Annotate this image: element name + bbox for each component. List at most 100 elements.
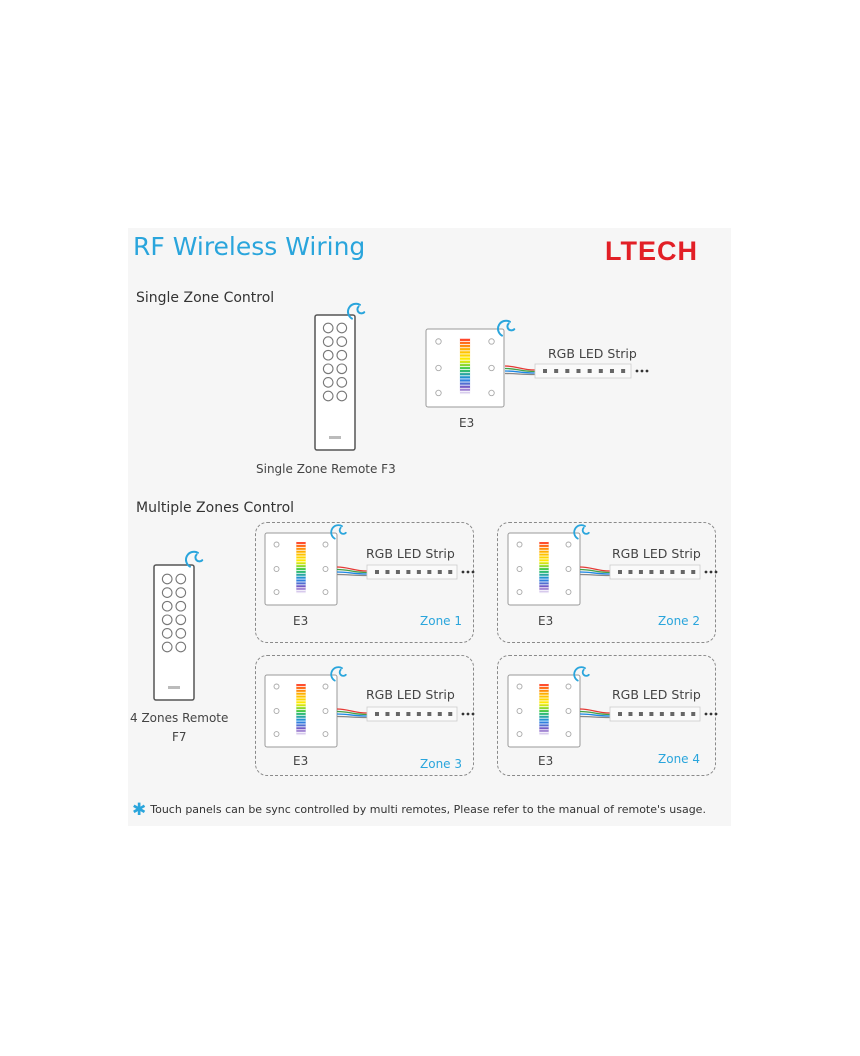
led-chip [638,712,643,716]
led-chip [416,712,421,716]
strip-wire [336,715,368,719]
panel-touch-key [435,338,442,345]
remote-button [161,614,173,626]
strip-wire [579,713,611,717]
panel-touch-key [322,708,329,714]
panel-touch-key [273,708,280,714]
remote-button [161,573,173,585]
continuation-dot [635,369,639,373]
wifi-signal-icon [347,302,366,320]
led-chip [649,712,654,716]
multi-zone-title: Multiple Zones Control [136,500,295,516]
led-chip [375,570,379,574]
wifi-arc-small [338,526,347,535]
remote-button [175,628,187,639]
asterisk-icon: ✱ [132,800,147,820]
wifi-arc-large [497,319,511,337]
panel-touch-key [516,708,523,714]
continuation-dot [704,570,708,574]
continuation-dot [471,712,475,716]
led-chip [691,712,696,716]
zone-4-strip-label: RGB LED Strip [612,687,701,702]
panel-touch-key [273,566,280,572]
panel-touch-key [322,683,329,690]
wifi-arc-large [330,524,343,540]
wifi-arc-small [581,526,590,535]
led-strip-body [534,363,632,379]
strip-wire [336,571,368,575]
continuation-dot [709,712,713,716]
zone-3-strip-label: RGB LED Strip [366,687,455,702]
remote-button [322,363,334,375]
panel-touch-key [488,338,495,345]
led-chip [385,712,390,716]
footnote: ✱Touch panels can be sync controlled by … [132,800,706,820]
zone-2-box [497,522,716,643]
panel-touch-key [516,731,523,738]
strip-wire [336,568,368,574]
led-chip [385,570,390,574]
led-chip [618,712,622,716]
continuation-dot [461,570,465,574]
remote-button [336,390,348,402]
led-chip [375,712,379,716]
panel-touch-key [322,541,329,548]
ltech-logo: LTECH [605,236,698,266]
led-chip [427,570,432,574]
zone-1-box [255,522,474,643]
wifi-signal-icon [185,550,204,568]
led-chip [618,570,622,574]
strip-wire [336,573,368,577]
panel-touch-key [516,589,523,596]
strip-wire [579,715,611,719]
panel-touch-key [322,566,329,572]
remote-button [336,322,348,334]
remote-button [336,363,348,375]
remote-button [175,614,187,626]
continuation-dot [640,369,644,373]
multi-remote-label-line2: F7 [172,730,187,744]
led-strip-body [609,706,701,722]
led-chip [395,712,400,716]
panel-touch-key [516,683,523,690]
remote-button [336,336,348,347]
zone-2-label: Zone 2 [658,614,700,628]
single-strip-label: RGB LED Strip [548,346,637,361]
strip-wire [504,372,536,376]
continuation-dot [466,712,470,716]
strip-wire [336,708,368,714]
wifi-arc-large [185,550,199,568]
led-strip-body [366,706,458,722]
continuation-dot [471,570,475,574]
led-chip [395,570,400,574]
strip-wire [579,566,611,572]
strip-wire [579,708,611,714]
panel-touch-key [565,589,572,596]
led-chip [621,369,626,373]
panel-touch-key [565,683,572,690]
zone-3-box [255,655,474,776]
led-chip [543,369,547,373]
strip-wire [504,365,536,371]
remote-button [336,377,348,388]
remote-button [175,573,187,585]
led-chip [638,570,643,574]
wifi-arc-large [330,666,343,682]
led-chip [609,369,614,373]
panel-touch-key [273,683,280,690]
led-chip [659,712,664,716]
strip-wire [579,571,611,575]
wifi-arc-large [347,302,361,320]
strip-wire [579,573,611,577]
strip-wire [336,566,368,572]
zone-1-panel-label: E3 [293,614,309,628]
led-chip [670,570,675,574]
remote-button [322,336,334,347]
led-chip [628,712,633,716]
zone-1-label: Zone 1 [420,614,462,628]
panel-touch-key [565,731,572,738]
remote-button [175,600,187,612]
single-panel-label: E3 [459,416,475,430]
continuation-dot [709,570,713,574]
strip-wire [336,710,368,716]
